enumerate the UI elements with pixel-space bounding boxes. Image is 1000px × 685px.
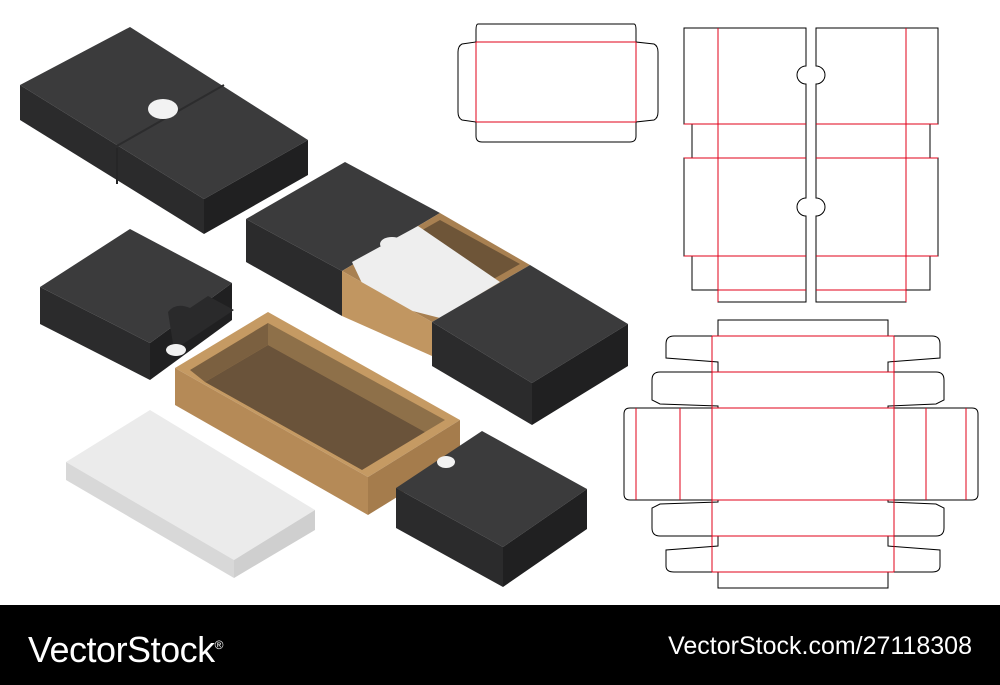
sleeve-front-top <box>432 265 628 383</box>
box-left-face <box>20 85 204 234</box>
small-sleeve-box <box>40 229 234 380</box>
dieline-sleeve <box>683 27 939 303</box>
thumb-notch-icon <box>437 456 455 468</box>
brand-name: VectorStock <box>28 629 215 670</box>
tray-side <box>234 510 315 578</box>
sleeve-top <box>246 162 440 271</box>
tray-floor <box>205 345 425 470</box>
kraft-tray <box>175 312 460 515</box>
cut-line <box>683 27 807 303</box>
sleeve-front-left <box>432 322 532 425</box>
thumb-notch-icon <box>380 237 404 251</box>
box-right-face <box>204 140 308 234</box>
cut-line <box>457 23 659 143</box>
tray-inner-back <box>190 323 268 382</box>
footer-bar: VectorStock® VectorStock.com/27118308 <box>0 605 1000 685</box>
thumb-notch-icon <box>148 99 178 119</box>
tray-inner-right <box>268 323 445 432</box>
fold-line <box>635 335 967 573</box>
tray-top <box>66 410 315 560</box>
registered-mark: ® <box>214 638 224 652</box>
fold-line <box>475 41 637 123</box>
sleeve-notch <box>168 296 234 350</box>
tray-side <box>368 420 460 515</box>
cut-line <box>815 27 939 303</box>
white-tray <box>66 410 315 578</box>
small-lid-box <box>396 431 587 587</box>
fold-line <box>684 28 938 302</box>
box-left-face <box>396 488 503 587</box>
closed-sleeve-box <box>20 27 308 234</box>
drawer-front <box>342 271 432 356</box>
box-left-face <box>40 287 150 380</box>
sleeve-front-right <box>532 324 628 425</box>
image-credit: VectorStock.com/27118308 <box>668 632 972 660</box>
thumb-notch-icon <box>166 344 186 356</box>
tray-front <box>66 462 234 578</box>
cut-line <box>623 319 979 589</box>
sleeve-left <box>246 219 342 316</box>
box-right-face <box>503 489 587 587</box>
open-drawer-box <box>246 162 628 425</box>
dieline-small <box>457 23 659 143</box>
packaging-illustration <box>20 23 979 589</box>
dieline-tray <box>623 319 979 589</box>
vectorstock-logo: VectorStock® <box>28 623 223 672</box>
tray-front <box>175 368 368 515</box>
